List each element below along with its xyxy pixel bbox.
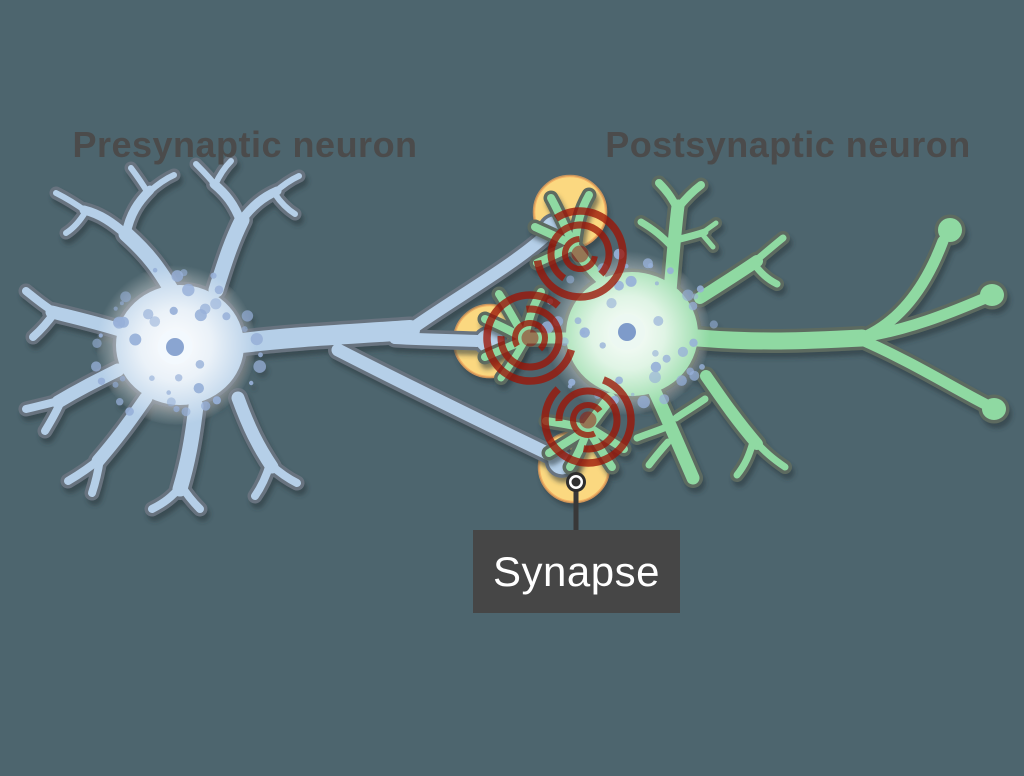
signal-ring-set (483, 291, 577, 385)
presynaptic-nucleus (157, 329, 193, 365)
presynaptic-neuron-illustration (18, 154, 578, 517)
synapse-label-text: Synapse (493, 547, 660, 595)
presynaptic-soma-speckles (91, 267, 266, 417)
signal-ring-set (533, 207, 627, 301)
synapse-anchor-dot (566, 472, 586, 492)
signal-ring-set (541, 373, 635, 467)
postsynaptic-nucleus (609, 314, 645, 350)
signal-rings (483, 207, 635, 467)
synapse-pointer (566, 472, 586, 531)
synapse-label-box: Synapse (473, 530, 680, 613)
